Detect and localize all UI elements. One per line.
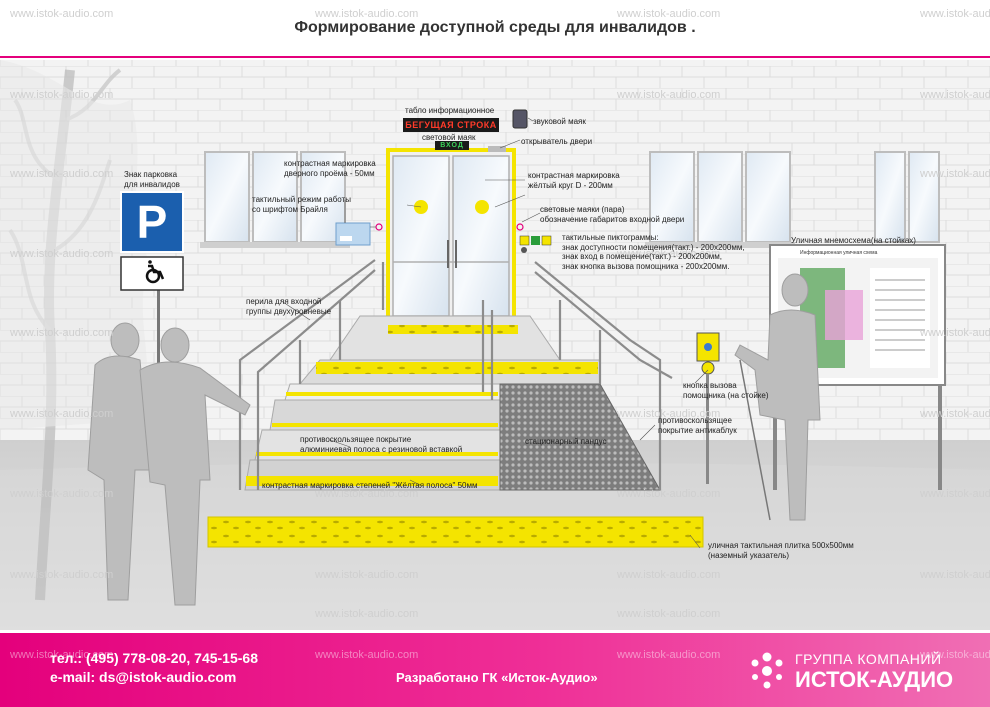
parking-letter: P <box>136 196 168 248</box>
label-info-board: табло информационное <box>405 106 495 115</box>
footer: www.istok-audio.com www.istok-audio.com … <box>0 633 990 707</box>
watermark: www.istok-audio.com <box>315 8 419 20</box>
label-pictograms: тактильные пиктограммы: знак доступности… <box>562 233 745 271</box>
watermark: www.istok-audio.com <box>920 89 990 101</box>
watermark: www.istok-audio.com <box>10 327 114 339</box>
label-railing: перила для входной группы двухуровневые <box>246 297 332 316</box>
watermark: www.istok-audio.com <box>617 408 721 420</box>
label-yellow-circle: контрастная маркировка жёлтый круг D - 2… <box>528 171 620 190</box>
label-door-contrast: контрастная маркировка дверного проёма -… <box>284 159 376 178</box>
footer-email[interactable]: e-mail: ds@istok-audio.com <box>50 669 237 685</box>
watermark: www.istok-audio.com <box>315 569 419 581</box>
watermark: www.istok-audio.com <box>920 168 990 180</box>
watermark: www.istok-audio.com <box>617 608 721 620</box>
label-door-opener: открыватель двери <box>521 137 593 146</box>
watermark: www.istok-audio.com <box>920 649 990 661</box>
company-top-line: ГРУППА КОМПАНИЙ <box>795 651 942 667</box>
watermark: www.istok-audio.com <box>315 608 419 620</box>
watermark: www.istok-audio.com <box>920 408 990 420</box>
watermark: www.istok-audio.com <box>10 649 114 661</box>
watermark: www.istok-audio.com <box>10 168 114 180</box>
watermark: www.istok-audio.com <box>920 569 990 581</box>
watermark: www.istok-audio.com <box>617 649 721 661</box>
page-title: Формирование доступной среды для инвалид… <box>294 19 696 36</box>
watermark: www.istok-audio.com <box>920 488 990 500</box>
watermark: www.istok-audio.com <box>920 8 990 20</box>
label-parking-sign: Знак парковка для инвалидов <box>124 170 180 189</box>
watermark: www.istok-audio.com <box>10 89 114 101</box>
label-braille: тактильный режим работы со шрифтом Брайл… <box>252 195 351 214</box>
led-running-line-sign: БЕГУЩАЯ СТРОКА <box>403 118 499 132</box>
watermark: www.istok-audio.com <box>10 408 114 420</box>
watermark: www.istok-audio.com <box>920 327 990 339</box>
company-logo-icon <box>751 652 783 689</box>
label-light-beacons-pair: световые маяки (пара) обозначение габари… <box>540 205 685 224</box>
label-light-beacon: световой маяк <box>422 133 476 142</box>
label-tactile-tile: уличная тактильная плитка 500х500мм (наз… <box>708 541 854 560</box>
watermark: www.istok-audio.com <box>10 569 114 581</box>
label-anti-slip: противоскользящее покрытие алюминиевая п… <box>300 435 463 454</box>
label-call-button: кнопка вызова помощника (на стойке) <box>683 381 769 400</box>
footer-phone: тел.: (495) 778-08-20, 745-15-68 <box>50 650 258 666</box>
street-board-heading: Информационная уличная схема <box>800 250 878 256</box>
watermark: www.istok-audio.com <box>10 488 114 500</box>
company-name: ИСТОК-АУДИО <box>795 667 954 692</box>
watermark: www.istok-audio.com <box>315 488 419 500</box>
label-step-contrast: контрастная маркировка степеней "Жёлтая … <box>262 481 478 490</box>
window-far-right <box>874 151 940 243</box>
label-anti-heel: противоскользящее покрытие антикаблук <box>658 416 737 435</box>
entrance-sign: ВХОД <box>435 141 469 150</box>
watermark: www.istok-audio.com <box>10 8 114 20</box>
window-right <box>649 151 791 243</box>
label-ramp: стационарный пандус <box>525 437 607 446</box>
watermark: www.istok-audio.com <box>617 569 721 581</box>
watermark: www.istok-audio.com <box>617 488 721 500</box>
watermark: www.istok-audio.com <box>10 248 114 260</box>
label-street-board: Уличная мнемосхема(на стойках) <box>791 236 916 245</box>
footer-developed-by: Разработано ГК «Исток-Аудио» <box>396 670 598 685</box>
watermark: www.istok-audio.com <box>617 89 721 101</box>
label-sound-beacon: звуковой маяк <box>533 117 586 126</box>
watermark: www.istok-audio.com <box>315 649 419 661</box>
people <box>87 273 821 606</box>
watermark: www.istok-audio.com <box>617 8 721 20</box>
watermark: www.istok-audio.com <box>617 248 721 260</box>
